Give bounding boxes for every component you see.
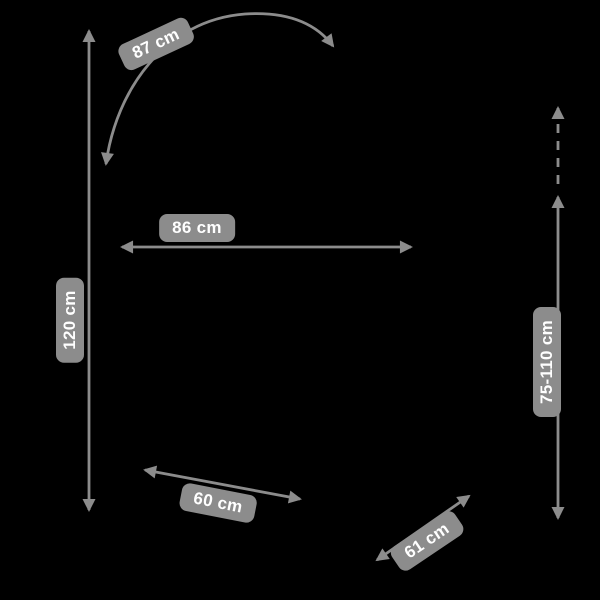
dimension-label-width: 86 cm bbox=[159, 214, 235, 242]
dimension-label-handle-height: 75-110 cm bbox=[533, 307, 561, 417]
dimension-label-height: 120 cm bbox=[56, 277, 84, 363]
depth-dimension-arrow bbox=[143, 465, 302, 504]
arc-dimension-arrow bbox=[101, 12, 335, 166]
